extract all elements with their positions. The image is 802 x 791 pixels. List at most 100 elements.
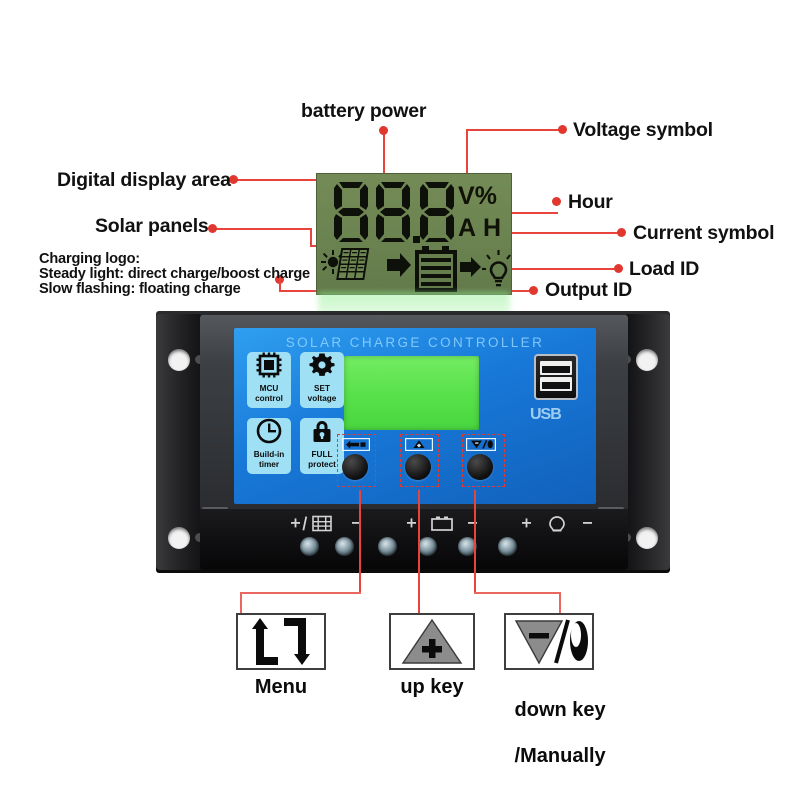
feature-label-line2: timer <box>258 459 280 469</box>
leader-menu-key-v1 <box>359 490 361 592</box>
leader-dot-hour <box>552 197 561 206</box>
arrow-right-icon-2 <box>460 257 481 277</box>
device-brand-text: SOLAR CHARGE CONTROLLER <box>285 335 545 350</box>
terminal-screw[interactable] <box>378 537 397 556</box>
load-terminal-icon <box>520 515 594 535</box>
battery-terminal-icon <box>405 515 479 535</box>
leader-charging-logo-v2 <box>279 277 281 291</box>
label-current-symbol: Current symbol <box>633 222 775 244</box>
lcd-unit-v: V <box>458 182 475 210</box>
lamp-icon <box>482 250 511 287</box>
leader-current-symbol-h <box>437 232 623 234</box>
leader-down-key-v2 <box>559 592 561 614</box>
label-charging-logo-line2: Steady light: direct charge/boost charge <box>39 266 310 282</box>
leader-voltage-symbol-h <box>466 129 564 131</box>
menu-key-icon <box>341 438 371 452</box>
leader-battery-power <box>383 130 385 188</box>
leader-down-key-v1 <box>474 490 476 592</box>
leader-dot-voltage-symbol <box>558 125 567 134</box>
mounting-hole-top-left <box>168 349 190 371</box>
usb-slot-bottom <box>540 377 572 391</box>
up-button[interactable] <box>405 454 431 480</box>
mounting-hole-bottom-right <box>636 527 658 549</box>
leader-down-key-h <box>474 592 561 594</box>
leader-dot-load-id <box>614 264 623 273</box>
key-caption-up: up key <box>400 676 464 698</box>
device-front-bezel: SOLAR CHARGE CONTROLLER <box>200 315 628 511</box>
solar-panel-icon <box>336 248 370 280</box>
terminal-screw[interactable] <box>335 537 354 556</box>
leader-up-key-v <box>418 490 420 614</box>
solar-charge-controller-device: SOLAR CHARGE CONTROLLER <box>156 311 670 573</box>
feature-label-line2: voltage <box>307 393 337 403</box>
lock-icon <box>300 418 344 450</box>
feature-label-line2: control <box>255 393 283 403</box>
terminal-screw[interactable] <box>300 537 319 556</box>
label-battery-power: battery power <box>301 100 427 122</box>
feature-label-line1: FULL <box>311 450 333 459</box>
leader-solar-panels-v <box>310 228 312 246</box>
down-manual-key-icon <box>466 438 496 452</box>
triangle-minus-lamp-icon <box>506 619 592 672</box>
terminal-screw[interactable] <box>498 537 517 556</box>
device-blue-panel: SOLAR CHARGE CONTROLLER <box>234 328 596 504</box>
feature-buildin-timer: Build-in timer <box>247 418 291 474</box>
solar-panel-terminal-icon <box>289 515 363 535</box>
device-lcd-window <box>344 356 479 430</box>
ear-nub-top-left <box>195 355 204 364</box>
terminal-screw[interactable] <box>418 537 437 556</box>
leader-digital-display-h <box>233 179 348 181</box>
key-legend-box-menu <box>236 613 326 670</box>
leader-menu-key-v2 <box>240 592 242 614</box>
triangle-plus-icon <box>391 618 473 672</box>
chip-icon <box>247 352 291 384</box>
key-caption-down-line2: /Manually <box>514 745 606 767</box>
lcd-glyphs <box>321 182 511 292</box>
label-output-id: Output ID <box>545 279 633 301</box>
leader-dot-digital-display <box>229 175 238 184</box>
feature-set-voltage: SET voltage <box>300 352 344 408</box>
leader-solar-panels-h <box>212 228 312 230</box>
mounting-hole-bottom-left <box>168 527 190 549</box>
leader-dot-output-id <box>529 286 538 295</box>
down-button[interactable] <box>467 454 493 480</box>
leader-dot-solar-panels <box>208 224 217 233</box>
leader-menu-key-h <box>240 592 361 594</box>
leader-voltage-symbol-v <box>466 129 468 185</box>
loop-arrows-icon <box>238 618 324 672</box>
label-charging-logo-line1: Charging logo: <box>39 251 140 267</box>
highlight-box-down <box>462 434 505 487</box>
lcd-unit-percent: % <box>474 182 497 210</box>
usb-slot-top <box>540 361 572 375</box>
label-digital-display-area: Digital display area <box>57 169 231 191</box>
lcd-unit-h: H <box>483 214 502 242</box>
feature-label-line1: Build-in <box>253 450 285 459</box>
gear-icon <box>300 352 344 384</box>
label-hour: Hour <box>568 191 613 213</box>
label-load-id: Load ID <box>629 258 700 280</box>
feature-full-protect: FULL protect <box>300 418 344 474</box>
key-legend-box-down <box>504 613 594 670</box>
ear-nub-bottom-left <box>195 533 204 542</box>
leader-hour-h <box>492 212 558 214</box>
terminal-strip <box>200 509 628 569</box>
key-caption-menu: Menu <box>254 676 308 698</box>
leader-dot-current-symbol <box>617 228 626 237</box>
terminal-screw[interactable] <box>458 537 477 556</box>
menu-button[interactable] <box>342 454 368 480</box>
leader-load-id-h <box>492 268 620 270</box>
up-key-icon <box>404 438 434 452</box>
key-caption-down: down key /Manually <box>488 676 610 791</box>
feature-mcu-control: MCU control <box>247 352 291 408</box>
usb-dual-port <box>534 354 578 400</box>
highlight-box-menu <box>337 434 376 487</box>
battery-icon <box>415 246 457 292</box>
mounting-hole-top-right <box>636 349 658 371</box>
label-solar-panels: Solar panels <box>95 215 209 237</box>
highlight-box-up <box>400 434 439 487</box>
lcd-unit-labels: V% A H <box>458 180 501 244</box>
diagram-canvas: V% A H battery power Voltage symbol Digi… <box>39 100 775 767</box>
feature-label-line1: SET <box>314 384 330 393</box>
label-voltage-symbol: Voltage symbol <box>573 119 713 141</box>
clock-icon <box>247 418 291 450</box>
